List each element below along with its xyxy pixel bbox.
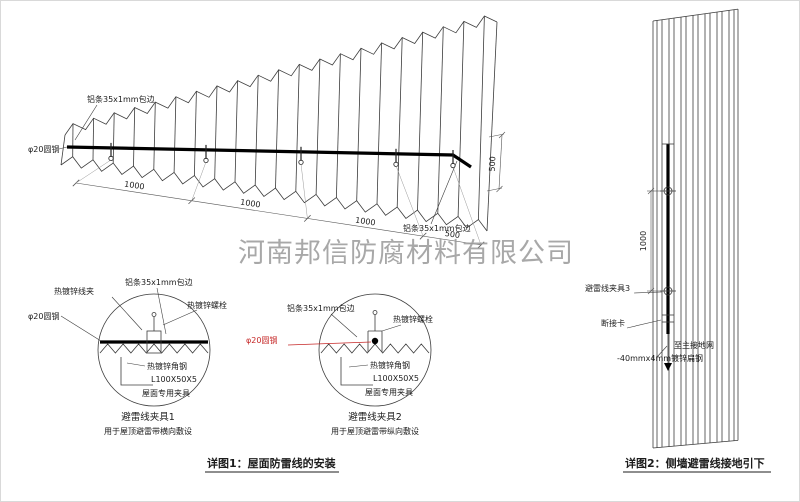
detail1-sheet-section bbox=[99, 343, 209, 354]
detail2-title: 避雷线夹具2 bbox=[348, 411, 402, 423]
detail1-title: 避雷线夹具1 bbox=[121, 411, 175, 423]
detail2-sheet-section bbox=[320, 343, 430, 354]
label-to-main-ground: 至主接地网 bbox=[674, 340, 714, 350]
dim-1000-a: 1000 bbox=[124, 180, 145, 192]
d1-label-alu: 铝条35x1mm包边 bbox=[125, 277, 193, 287]
roof-ridge-lines bbox=[72, 15, 485, 220]
wire-clamps bbox=[108, 142, 456, 169]
dim-500-right: 500 bbox=[488, 156, 498, 172]
d2-label-roof-clamp: 屋面专用夹具 bbox=[365, 387, 413, 397]
detail-1: 热镀锌线夹 铝条35x1mm包边 热镀锌螺栓 φ20圆钢 热镀锌角钢 L100X… bbox=[28, 277, 227, 436]
d1-label-roof-clamp: 屋面专用夹具 bbox=[142, 388, 190, 398]
detail2-red-leader bbox=[287, 341, 372, 346]
detail1-subtitle: 用于屋顶避雷带横向敷设 bbox=[104, 426, 192, 436]
detail1-circle bbox=[97, 293, 211, 407]
wall-dim-1000: 1000 bbox=[639, 231, 648, 251]
detail2-angle-steel bbox=[340, 357, 373, 386]
detail1-leader-lines bbox=[60, 287, 198, 367]
detail2-wire-cross-section bbox=[371, 337, 379, 345]
detail2-bolt-head bbox=[372, 310, 378, 315]
roof-right-edge bbox=[486, 21, 498, 232]
detail2-subtitle: 用于屋顶避雷带纵向敷设 bbox=[331, 426, 419, 436]
label-disconnect-card: 断接卡 bbox=[601, 318, 625, 328]
wall-dim-tick-bottom bbox=[647, 287, 655, 295]
d2-label-alu: 铝条35x1mm包边 bbox=[287, 303, 355, 313]
right-dim-ext-top bbox=[488, 133, 505, 138]
company-watermark: 河南邦信防腐材料有限公司 bbox=[238, 238, 574, 269]
d2-label-bolt: 热镀锌螺栓 bbox=[393, 314, 433, 324]
label-clamp3: 避雷线夹具3 bbox=[585, 283, 630, 293]
label-alu-strip-right: 铝条35x1mm包边 bbox=[403, 223, 471, 233]
right-dim-ext-bottom bbox=[486, 187, 503, 192]
dim-1000-b: 1000 bbox=[240, 198, 261, 210]
d1-label-round-steel: φ20圆钢 bbox=[28, 311, 59, 321]
wall-dim-tick-top bbox=[647, 187, 655, 195]
d1-label-angle: 热镀锌角钢 bbox=[147, 361, 187, 371]
label-round-steel: φ20圆钢 bbox=[28, 144, 59, 154]
d2-label-angle-spec: L100X50X5 bbox=[373, 374, 419, 383]
detail-2: 铝条35x1mm包边 热镀锌螺栓 φ20圆钢 热镀锌角钢 L100X50X5 屋… bbox=[246, 293, 433, 436]
label-alu-strip-top: 铝条35x1mm包边 bbox=[87, 94, 155, 104]
detail1-angle-steel bbox=[120, 357, 153, 386]
dimension-chain-line bbox=[75, 182, 482, 246]
roof-left-edge bbox=[60, 134, 66, 166]
dim-1000-c: 1000 bbox=[355, 216, 376, 228]
dimension-ticks bbox=[72, 159, 485, 249]
label-flat-steel: -40mmx4mm镀锌扁钢 bbox=[617, 353, 703, 363]
wall-corrugation-lines bbox=[652, 8, 739, 449]
captions: 详图1：屋面防雷线的安装 详图2：侧墙避雷线接地引下 bbox=[205, 456, 771, 473]
detail2-leader-lines bbox=[330, 313, 402, 368]
right-dimension-line bbox=[498, 134, 503, 190]
right-dim-tick-bottom bbox=[496, 185, 503, 193]
detail2-circle bbox=[318, 293, 432, 407]
wall-leader-lines bbox=[626, 291, 668, 358]
figure1-caption: 详图1：屋面防雷线的安装 bbox=[207, 456, 336, 470]
d1-label-angle-spec: L100X50X5 bbox=[151, 375, 197, 384]
figure2-caption: 详图2：侧墙避雷线接地引下 bbox=[625, 456, 765, 470]
roof-leader-lines bbox=[58, 104, 458, 225]
wall-figure: 1000 避雷线夹具3 断接卡 至主接地网 -40mmx4mm镀锌扁钢 bbox=[585, 8, 739, 449]
ground-arrow-icon bbox=[664, 363, 672, 371]
d1-label-bolt: 热镀锌螺栓 bbox=[187, 300, 227, 310]
d2-label-round-steel: φ20圆钢 bbox=[246, 335, 277, 345]
d1-label-wire-clip: 热镀锌线夹 bbox=[54, 286, 94, 296]
right-dim-tick-top bbox=[498, 131, 506, 139]
dim-500: 500 bbox=[444, 229, 460, 240]
detail1-bolt-head bbox=[151, 312, 157, 317]
roof-figure: 铝条35x1mm包边 φ20圆钢 铝条35x1mm包边 1000 1000 10… bbox=[28, 15, 506, 249]
roof-corrugation-far-edge bbox=[64, 15, 498, 136]
roof-corrugation-near-edge bbox=[60, 156, 488, 232]
lightning-wire bbox=[66, 145, 472, 169]
d2-label-angle: 热镀锌角钢 bbox=[370, 360, 410, 370]
